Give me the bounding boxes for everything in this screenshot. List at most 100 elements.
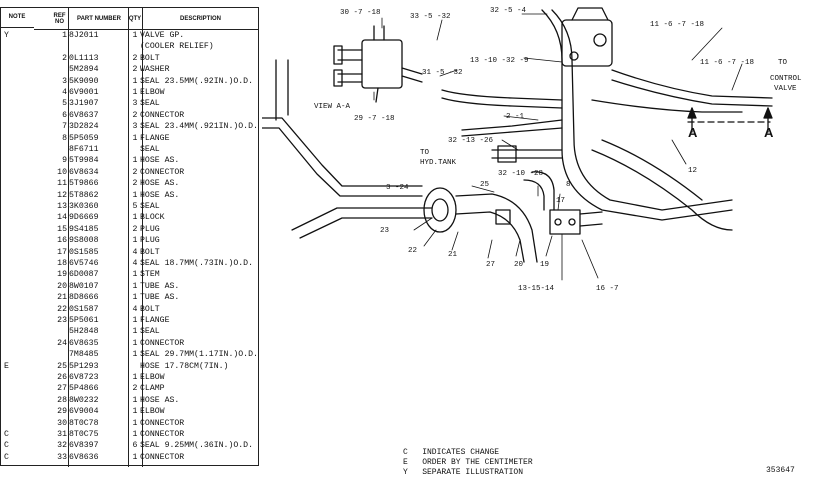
ref-cell: 29 <box>57 407 67 417</box>
ref-cell: 11 <box>57 179 67 189</box>
hose-fitting-mid <box>461 119 563 131</box>
callout-29: 29 -7 -18 <box>354 115 395 123</box>
pipe-left-lower <box>291 207 433 231</box>
part-number-cell: 6V9001 <box>69 88 99 97</box>
qty-cell: 1 <box>132 190 138 200</box>
description-cell: BLOCK <box>140 213 165 223</box>
qty-cell: 6 <box>132 441 138 451</box>
description-cell: CONNECTOR <box>140 418 185 428</box>
description-cell: WASHER <box>140 65 170 75</box>
qty-cell: 4 <box>132 304 138 314</box>
callout-12: 12 <box>688 167 697 175</box>
view-aa-valve-body <box>361 39 403 89</box>
qty-cell: 3 <box>132 122 138 132</box>
ref-cell: 12 <box>57 190 67 200</box>
to-control-valve-2: CONTROL <box>770 75 802 83</box>
qty-cell: 1 <box>132 213 138 223</box>
part-number-cell: 9S8008 <box>69 236 99 246</box>
block-14 <box>549 209 581 235</box>
part-number-cell: 8W0107 <box>69 281 99 291</box>
part-number-cell: 9S4185 <box>69 224 99 234</box>
part-number-cell: 6D0087 <box>69 270 99 280</box>
callout-13-bottom: 13-15-14 <box>518 285 555 293</box>
description-cell: CONNECTOR <box>140 430 185 439</box>
qty-cell: 1 <box>132 452 138 462</box>
description-cell: SEAL 9.25MM(.36IN.)O.D. <box>140 441 254 451</box>
description-cell: CONNECTOR <box>140 110 185 120</box>
hose-to-control-c <box>591 99 743 113</box>
callout-32-mid: 32 -13 -26 <box>448 137 494 145</box>
section-a-left: A <box>688 125 698 140</box>
flange-23 <box>423 187 457 233</box>
note-column <box>0 7 34 466</box>
legend-centimeter: E ORDER BY THE CENTIMETER <box>403 458 533 467</box>
description-cell: TUBE AS. <box>140 293 180 303</box>
description-cell: VALVE GP. <box>140 31 185 40</box>
qty-cell: 2 <box>132 224 138 234</box>
qty-cell: 1 <box>132 31 138 40</box>
callout-8: 8 <box>566 181 571 189</box>
ref-cell: 21 <box>57 293 67 303</box>
qty-cell: 2 <box>132 384 138 394</box>
qty-cell: 1 <box>132 281 138 291</box>
ref-cell: 8 <box>62 133 67 143</box>
view-label: VIEW A-A <box>314 103 351 111</box>
parts-table-header: REF NO PART NUMBER QTY DESCRIPTION <box>34 8 259 30</box>
note-cell: C <box>4 430 9 439</box>
part-number-header: PART NUMBER <box>77 15 121 22</box>
cooler-relief-valve <box>561 19 613 67</box>
qty-cell: 1 <box>132 88 138 97</box>
note-cell: E <box>4 361 9 371</box>
note-cell: Y <box>4 31 9 40</box>
part-number-cell: 8W0232 <box>69 395 99 405</box>
qty-cell: 1 <box>132 418 138 428</box>
callout-2: 2 -1 <box>506 113 525 121</box>
illustration-number: 353647 <box>766 466 795 475</box>
part-number-cell: 5P1293 <box>69 361 99 371</box>
qty-cell: 1 <box>132 338 138 348</box>
callout-22: 22 <box>408 247 417 255</box>
part-number-cell: 8T0C78 <box>69 418 99 428</box>
description-cell: HOSE AS. <box>140 156 180 166</box>
qty-cell: 1 <box>132 350 138 360</box>
qty-header: QTY <box>128 15 142 22</box>
part-number-cell: 0S1585 <box>69 247 99 257</box>
callout-11-lower: 11 -6 -7 -18 <box>700 59 754 67</box>
part-number-cell: 5P5061 <box>69 316 99 325</box>
part-number-cell: 0S1587 <box>69 304 99 314</box>
part-number-cell: 5H2848 <box>69 327 99 337</box>
pipe-left-upper <box>262 117 423 187</box>
ref-cell: 13 <box>57 202 67 211</box>
callout-17: 17 <box>556 197 565 205</box>
hose-clamp-line <box>491 149 563 159</box>
part-number-cell: 6V5746 <box>69 259 99 268</box>
part-number-cell: 5P4866 <box>69 384 99 394</box>
callout-32-low: 32 -10 -28 <box>498 170 543 178</box>
qty-cell: 1 <box>132 236 138 246</box>
qty-cell: 1 <box>132 293 138 303</box>
part-number-cell: 6V8723 <box>69 373 99 382</box>
ref-cell: 7 <box>62 122 67 132</box>
ref-cell: 22 <box>57 304 67 314</box>
hose-to-control-b <box>611 79 773 107</box>
ref-cell: 27 <box>57 384 67 394</box>
callout-30: 30 -7 -18 <box>340 9 381 17</box>
description-cell: PLUG <box>140 236 160 246</box>
qty-cell: 5 <box>132 202 138 211</box>
callout-19: 19 <box>540 261 549 269</box>
description-cell: SEAL <box>140 99 160 109</box>
pipe-left-upper-inner <box>262 127 423 197</box>
